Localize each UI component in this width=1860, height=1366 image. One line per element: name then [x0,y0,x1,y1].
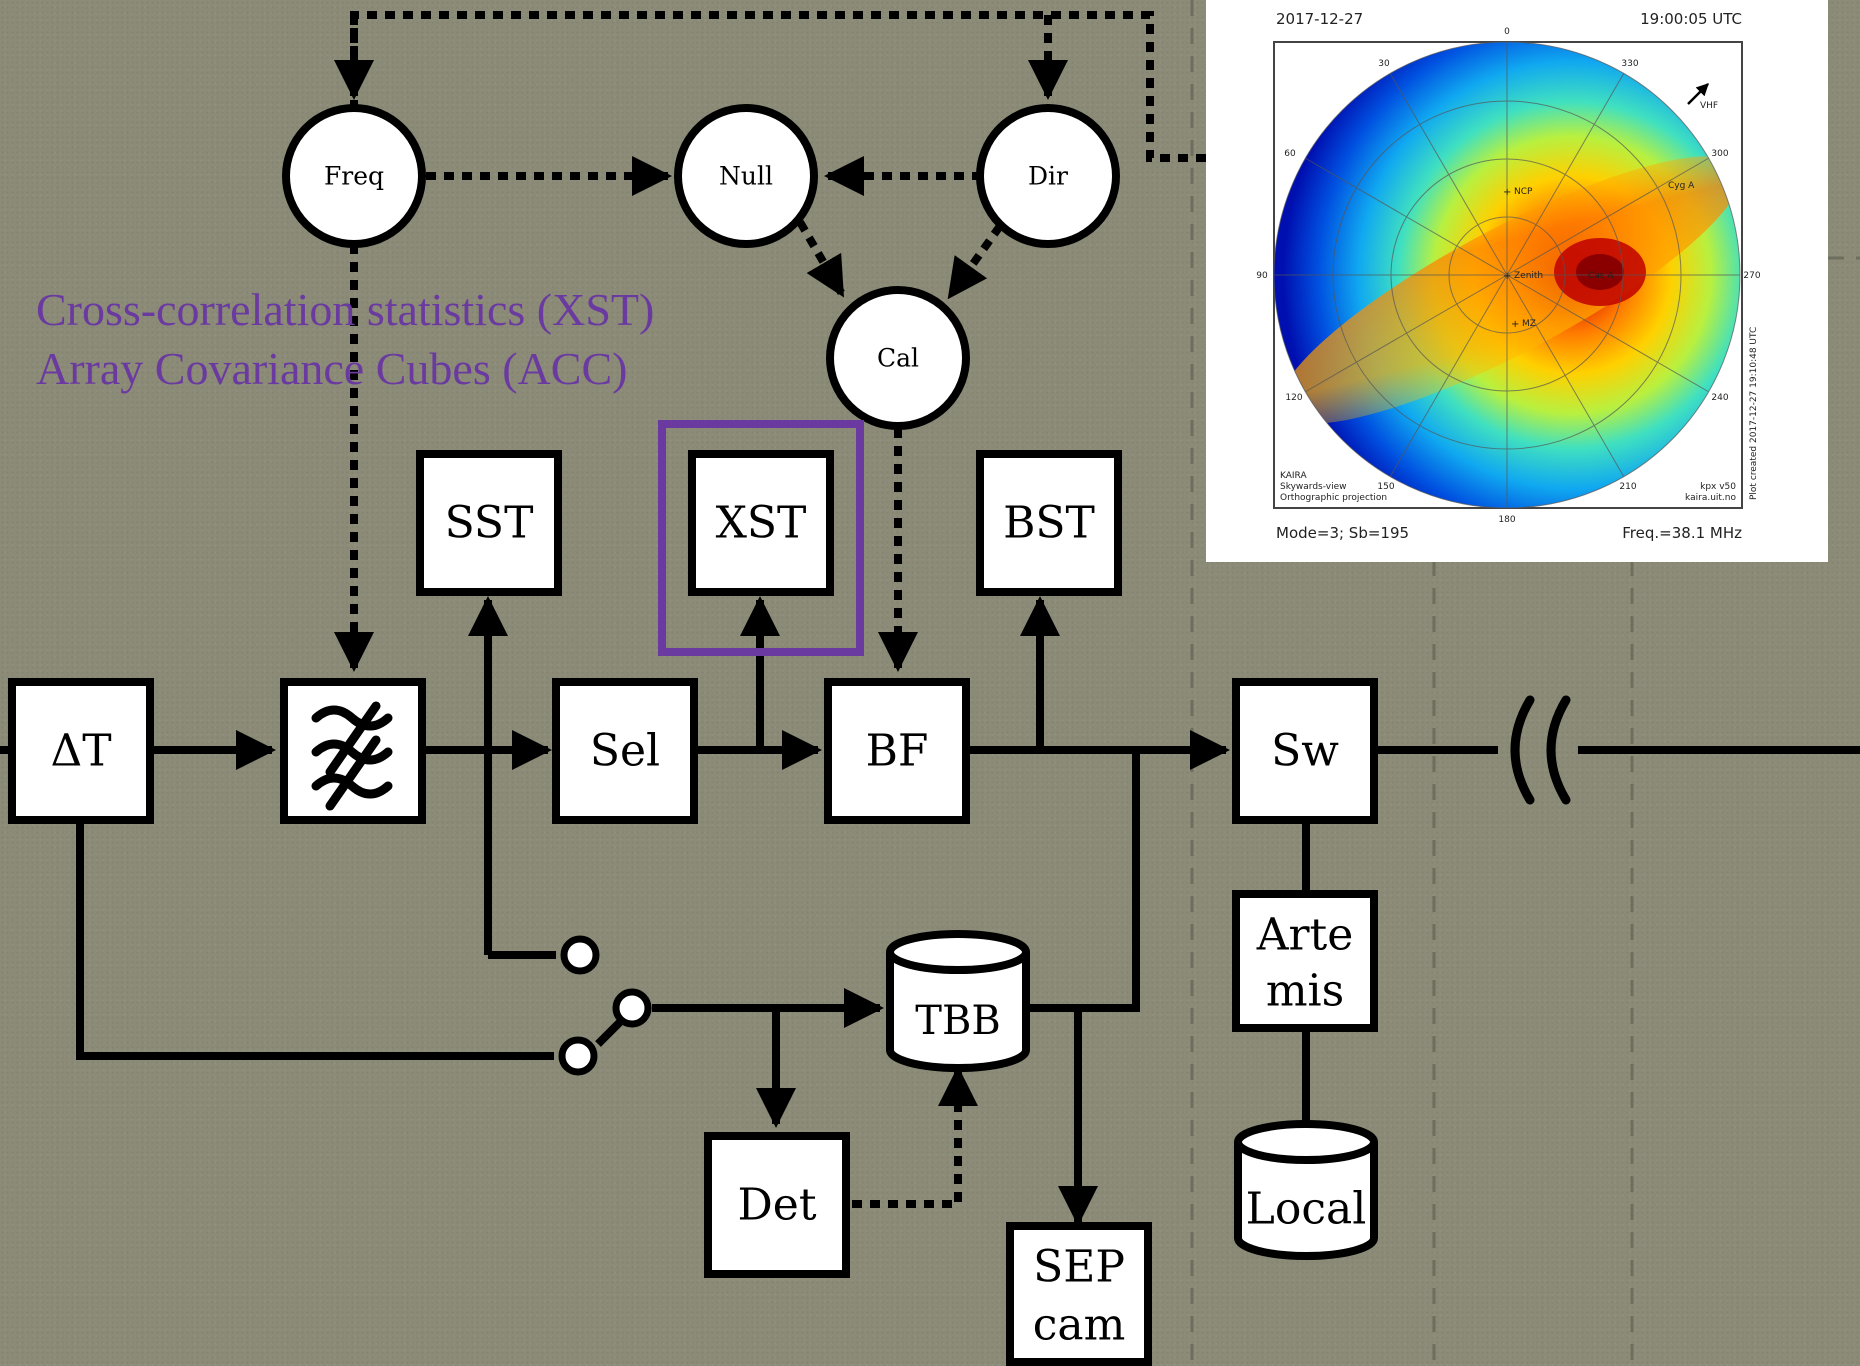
xst-highlight-frame [658,420,864,656]
box-sst-label: SST [445,498,534,549]
switch-pivot [612,988,652,1028]
sky-map-view: Skywards-view [1280,482,1346,492]
box-sw-label: Sw [1271,726,1339,777]
box-filter [280,678,426,824]
azimuth-label: 0 [1504,27,1510,37]
box-delay: ΔT [8,678,154,824]
azimuth-label: 60 [1284,149,1296,159]
box-sep-cam: SEP cam [1006,1222,1152,1366]
sky-map-projection: Orthographic projection [1280,493,1387,503]
box-artemis-label-line2: mis [1266,966,1344,1017]
storage-local: Local [1234,1120,1378,1260]
storage-tbb-label: TBB [915,998,1000,1044]
marker-cross: + [1503,271,1511,282]
annotation-line2: Array Covariance Cubes (ACC) [36,343,627,394]
box-sel: Sel [552,678,698,824]
marker-cross: + [1511,319,1519,330]
box-sw: Sw [1232,678,1378,824]
azimuth-label: 330 [1621,59,1638,69]
node-dir-label: Dir [1028,162,1068,191]
marker-label: Cas A [1588,271,1614,281]
sky-map-mode: Mode=3; Sb=195 [1276,524,1409,542]
switch-icon [558,935,652,1076]
marker-cross: + [1503,187,1511,198]
azimuth-label: 120 [1285,393,1302,403]
box-artemis: Arte mis [1232,890,1378,1032]
sky-map-markers: + NCP + Zenith + MZ Cyg A Cas A [1503,181,1695,330]
azimuth-label: 30 [1378,59,1390,69]
break-symbol-icon [1510,695,1571,805]
box-xst-label: XST [716,498,807,549]
vhf-arrow-icon: VHF [1687,83,1718,111]
node-null: Null [674,104,818,248]
box-det-label: Det [738,1180,817,1231]
azimuth-label: 270 [1743,271,1760,281]
control-links [334,11,1210,1208]
azimuth-label: 240 [1711,393,1728,403]
box-bst: BST [976,450,1122,596]
node-cal-label: Cal [877,344,919,373]
box-bf-label: BF [866,726,929,777]
box-bf: BF [824,678,970,824]
annotation-line1: Cross-correlation statistics (XST) [36,284,654,335]
node-freq-label: Freq [324,162,384,191]
storage-local-label: Local [1246,1184,1367,1235]
box-delay-label: ΔT [50,726,111,777]
node-freq: Freq [282,104,426,248]
sky-map-inset: 2017-12-27 19:00:05 UTC [1206,0,1828,562]
storage-tbb: TBB [886,930,1030,1072]
sky-map-freq: Freq.=38.1 MHz [1622,524,1742,542]
sky-map-time: 19:00:05 UTC [1640,10,1742,28]
box-sst: SST [416,450,562,596]
sky-map-date: 2017-12-27 [1276,10,1363,28]
sky-map-azimuth-labels: 0 30 60 90 120 150 180 210 240 270 300 3… [1256,27,1761,525]
azimuth-label: 90 [1256,271,1268,281]
marker-label: NCP [1514,187,1533,197]
node-cal: Cal [826,286,970,430]
switch-contact-lower [558,1036,598,1076]
sky-map-version: kpx v50 [1700,482,1736,492]
sky-map-station: KAIRA [1280,471,1307,481]
azimuth-label: 180 [1498,515,1515,525]
box-sel-label: Sel [590,726,660,777]
box-sep-label-line2: cam [1033,1300,1126,1351]
marker-label: Cyg A [1668,181,1695,191]
guide-lines [1190,0,1860,1366]
bandpass-filter-icon [311,701,393,811]
marker-label: MZ [1522,319,1536,329]
box-bst-label: BST [1003,498,1095,549]
xst-annotation: Cross-correlation statistics (XST) Array… [36,284,654,394]
azimuth-label: 150 [1377,482,1394,492]
signal-links [0,596,1860,1226]
box-xst: XST [688,450,834,596]
marker-label: Zenith [1514,271,1543,281]
sky-map-disc [1273,41,1741,509]
vhf-label: VHF [1700,101,1718,111]
azimuth-label: 300 [1711,149,1728,159]
switch-contact-upper [560,935,600,975]
box-det: Det [704,1132,850,1278]
sky-map-site: kaira.uit.no [1685,493,1736,503]
sky-map-created: Plot created 2017-12-27 19:10:48 UTC [1749,327,1759,500]
box-artemis-label-line1: Arte [1256,910,1354,961]
box-sep-label-line1: SEP [1033,1242,1125,1293]
node-dir: Dir [976,104,1120,248]
node-null-label: Null [719,162,773,191]
azimuth-label: 210 [1619,482,1636,492]
